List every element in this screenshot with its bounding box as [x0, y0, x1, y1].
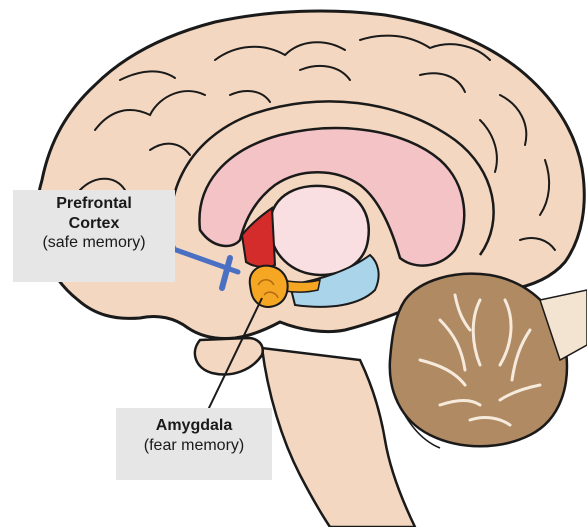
prefrontal-cortex-label: Prefrontal Cortex (safe memory) — [13, 190, 175, 282]
cerebellum — [390, 274, 587, 448]
amygdala-title: Amygdala — [116, 416, 272, 436]
amygdala-subtitle: (fear memory) — [116, 436, 272, 456]
prefrontal-subtitle: (safe memory) — [13, 233, 175, 253]
amygdala — [250, 266, 288, 307]
amygdala-label: Amygdala (fear memory) — [116, 408, 272, 480]
prefrontal-title-line2: Cortex — [13, 214, 175, 234]
prefrontal-title-line1: Prefrontal — [13, 194, 175, 214]
thalamus — [270, 186, 369, 275]
